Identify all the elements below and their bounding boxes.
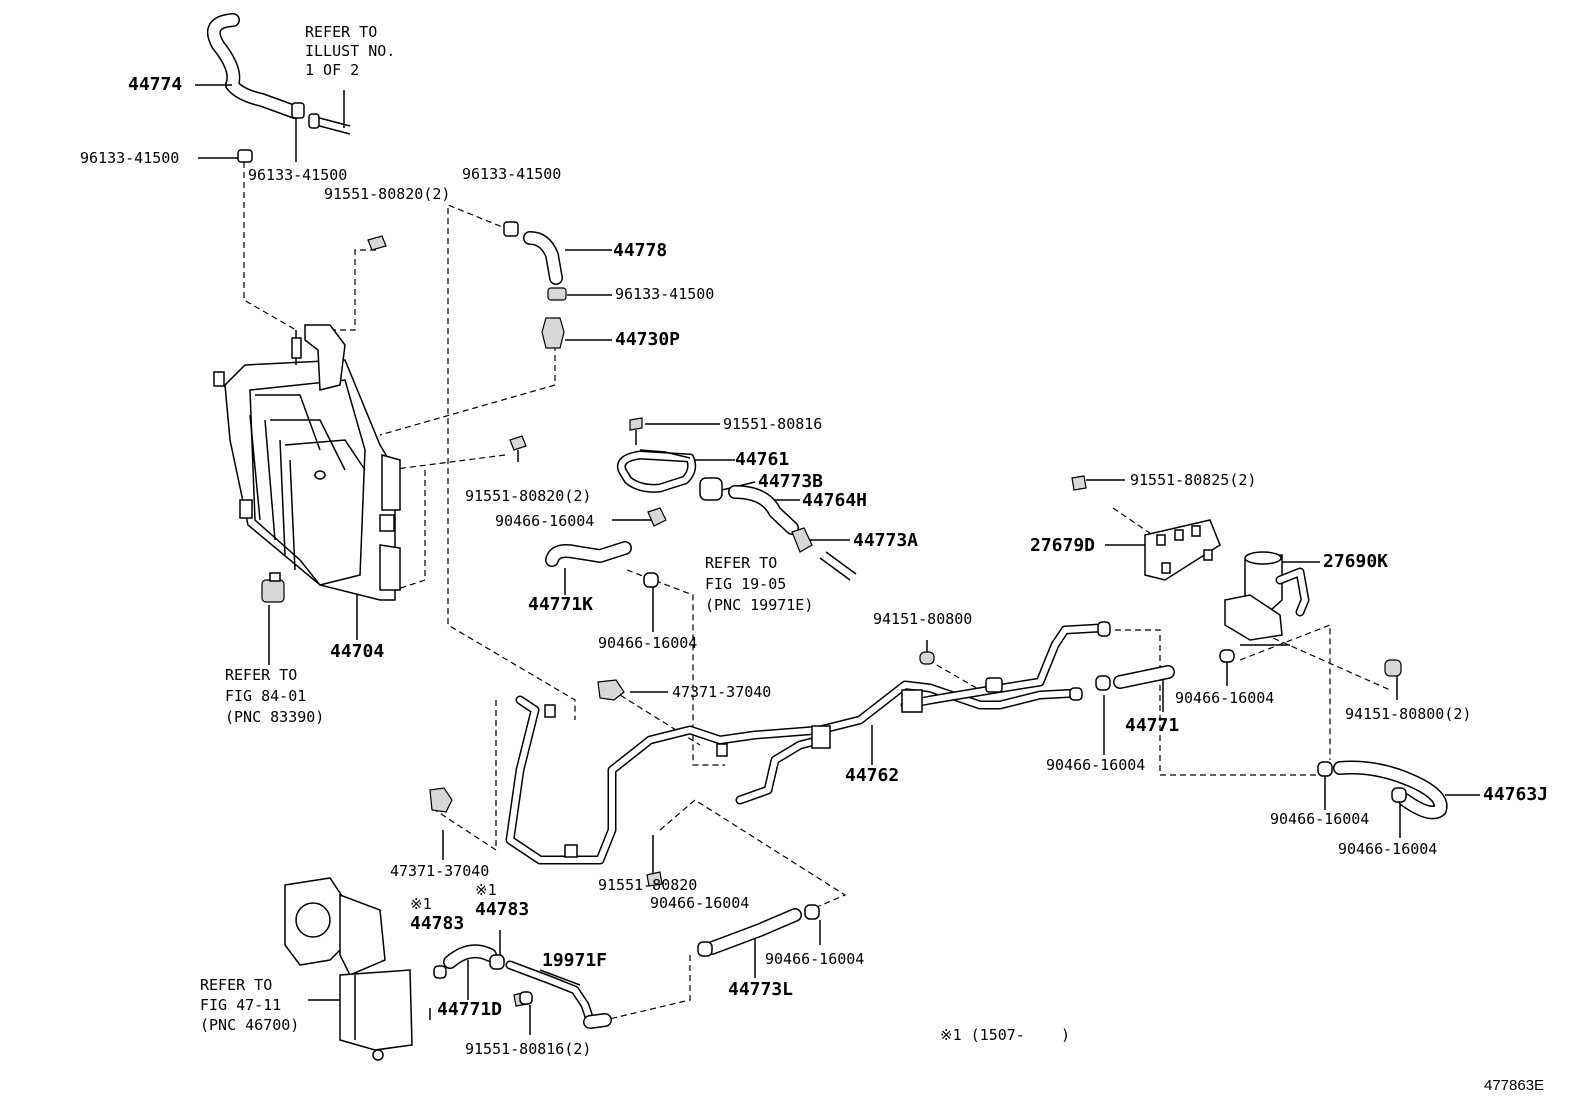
label-91551-80820: 91551-80820: [598, 876, 698, 894]
nut-94151: [919, 651, 935, 665]
dashed-connections: [243, 162, 1391, 1021]
label-44773B: 44773B: [758, 471, 824, 492]
note-refer-fig-19-line-2: FIG 19-05: [705, 575, 787, 593]
label-44761: 44761: [735, 449, 790, 470]
label-91551-80820-2-upper: 91551-80820(2): [324, 185, 451, 203]
label-44762: 44762: [845, 765, 900, 786]
label-44704: 44704: [330, 641, 385, 662]
diagram-id: 477863E: [1484, 1077, 1545, 1094]
note-refer-illust-line-3: 1 OF 2: [305, 61, 360, 79]
pipe-19971F: [505, 960, 612, 1029]
label-96133-41500-right: 96133-41500: [615, 285, 715, 303]
connector-47371-lower: [429, 787, 453, 813]
connector-47371-upper: [597, 679, 625, 701]
note-refer-fig-19-line-1: REFER TO: [705, 554, 778, 572]
label-44730P: 44730P: [615, 329, 681, 350]
label-94151-80800: 94151-80800: [873, 610, 973, 628]
label-90466-16004-bracket: 90466-16004: [495, 512, 595, 530]
leader-lines: [195, 84, 1480, 1035]
label-90466-16004-vsv: 90466-16004: [1175, 689, 1275, 707]
label-90466-16004-44773L: 90466-16004: [650, 894, 750, 912]
throttle-body: [284, 877, 413, 1061]
label-94151-80800-2: 94151-80800(2): [1345, 705, 1472, 723]
hose-44771: [1095, 649, 1235, 691]
note-refer-fig-84-line-1: REFER TO: [225, 666, 298, 684]
label-90466-16004-clip: 90466-16004: [765, 950, 865, 968]
label-44783-left: 44783: [410, 913, 465, 934]
label-44763J: 44763J: [1483, 784, 1549, 805]
label-96133-41500-hose: 96133-41500: [462, 165, 562, 183]
label-27679D: 27679D: [1030, 535, 1096, 556]
label-44773A: 44773A: [853, 530, 919, 551]
vsv-27690K: [1224, 551, 1310, 646]
note-refer-illust-line-2: ILLUST NO.: [305, 42, 396, 60]
label-91551-80825-2: 91551-80825(2): [1130, 471, 1257, 489]
note-refer-illust-line-1: REFER TO: [305, 23, 378, 41]
sensor-plug: [261, 572, 285, 603]
label-44771K: 44771K: [528, 594, 594, 615]
ref-arrow-19-05: [819, 557, 851, 581]
label-44773L: 44773L: [728, 979, 794, 1000]
nut-94151-2: [1384, 659, 1402, 677]
note-refer-fig-47-line-2: FIG 47-11: [200, 996, 282, 1014]
label-44771D: 44771D: [437, 999, 503, 1020]
hose-44771K: [545, 541, 659, 588]
label-19971F: 19971F: [542, 950, 608, 971]
mark-1-left: ※1: [410, 895, 432, 913]
label-90466-16004-hose: 90466-16004: [1046, 756, 1146, 774]
label-47371-37040-upper: 47371-37040: [672, 683, 772, 701]
label-90466-16004-lower-right: 90466-16004: [1338, 840, 1438, 858]
label-91551-80816-2: 91551-80816(2): [465, 1040, 592, 1058]
label-90466-16004-lower-left: 90466-16004: [1270, 810, 1370, 828]
pipe-assembly-44762: [505, 621, 1111, 865]
note-refer-fig-47-line-3: (PNC 46700): [200, 1016, 300, 1034]
note-refer-fig-19-line-3: (PNC 19971E): [705, 596, 814, 614]
mark-1-right: ※1: [475, 881, 497, 899]
label-27690K: 27690K: [1323, 551, 1389, 572]
hose-44774: [207, 13, 351, 135]
hose-44778: [503, 221, 567, 301]
bracket-44761: [616, 449, 813, 553]
hose-44763J: [1317, 760, 1448, 820]
note-refer-fig-47-line-1: REFER TO: [200, 976, 273, 994]
clip-96133-left: [237, 149, 253, 163]
label-44764H: 44764H: [802, 490, 868, 511]
label-91551-80816: 91551-80816: [723, 415, 823, 433]
label-90466-16004-mid: 90466-16004: [598, 634, 698, 652]
label-44771: 44771: [1125, 715, 1180, 736]
label-47371-37040-lower: 47371-37040: [390, 862, 490, 880]
clip-96133-upper: [291, 102, 305, 119]
bracket-27679D: [1144, 519, 1221, 581]
charcoal-canister-44704: [213, 324, 401, 601]
label-96133-41500-left: 96133-41500: [80, 149, 180, 167]
hose-44773L: [697, 904, 820, 957]
note-refer-fig-84-line-2: FIG 84-01: [225, 687, 307, 705]
footnote: ※1 (1507- ): [940, 1026, 1070, 1044]
hose-44771D: [433, 944, 505, 979]
label-44778: 44778: [613, 240, 668, 261]
label-91551-80820-2-lower: 91551-80820(2): [465, 487, 592, 505]
valve-44730P: [541, 317, 565, 349]
label-96133-41500-top: 96133-41500: [248, 166, 348, 184]
note-refer-fig-84-line-3: (PNC 83390): [225, 708, 325, 726]
label-44774: 44774: [128, 74, 183, 95]
label-44783-right: 44783: [475, 899, 530, 920]
